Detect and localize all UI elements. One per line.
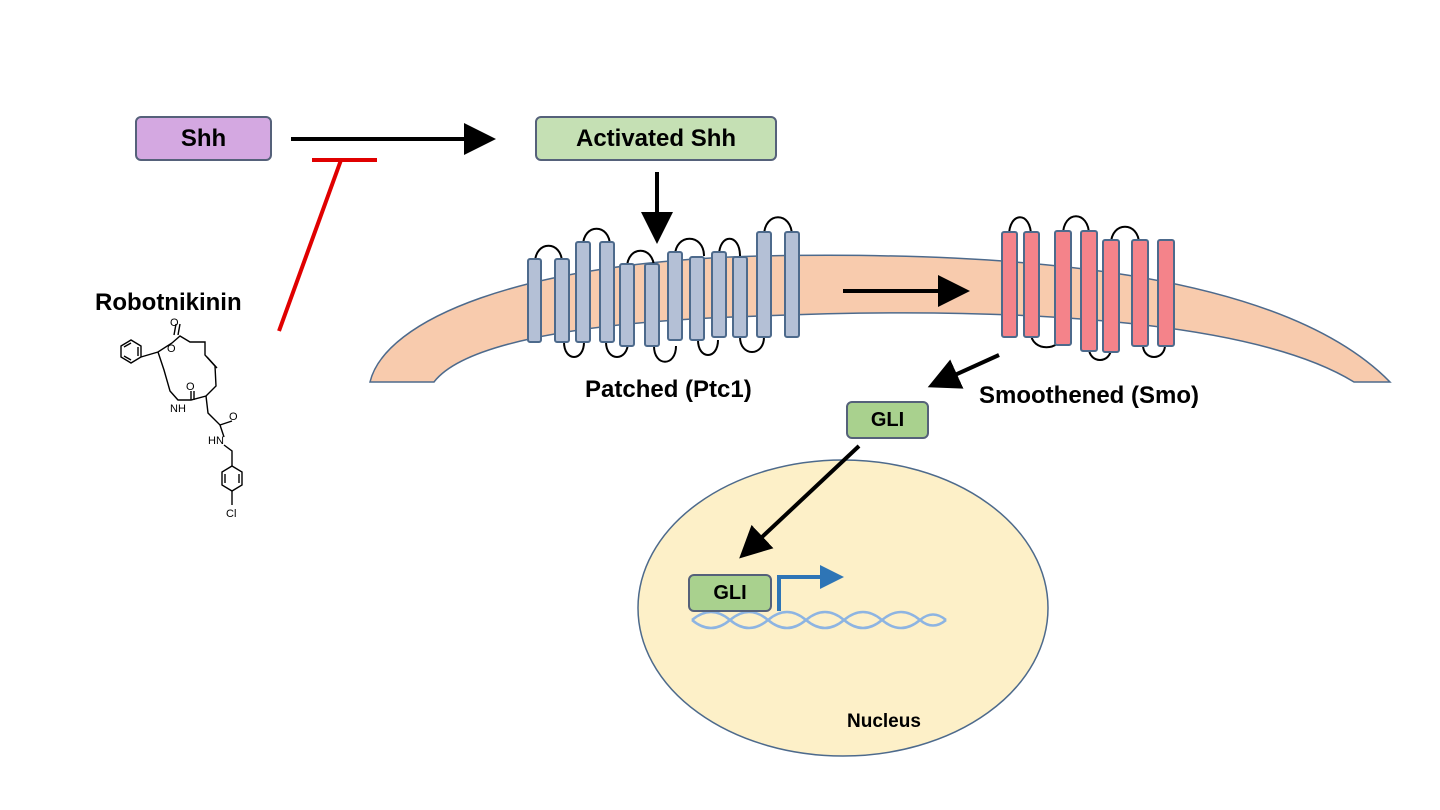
atom-nh: NH (170, 403, 186, 415)
atom-hn: HN (208, 435, 224, 447)
atom-o-carbonyl: O (186, 381, 195, 393)
patched-receptor (527, 216, 800, 363)
inhibition-symbol (277, 158, 377, 332)
robotnikinin-structure (120, 323, 243, 505)
activated-shh-box: Activated Shh (535, 116, 777, 161)
gli-nucleus-box: GLI (688, 574, 772, 612)
dna-helix (691, 610, 947, 630)
smoothened-receptor (1001, 215, 1175, 361)
smoothened-label: Smoothened (Smo) (979, 382, 1199, 409)
patched-label: Patched (Ptc1) (585, 376, 752, 403)
robotnikinin-atoms: O O O NH O HN Cl (167, 317, 238, 520)
atom-o-carbonyl: O (229, 411, 238, 423)
smoothened-to-gli-arrow (927, 353, 1000, 389)
gli-to-nucleus-arrow (739, 444, 861, 559)
transcription-arrow (777, 565, 844, 611)
cell-membrane (369, 254, 1392, 383)
atom-o-ring: O (167, 343, 176, 355)
robotnikinin-label: Robotnikinin (95, 289, 242, 316)
shh-box: Shh (135, 116, 272, 161)
gli-cytoplasm-box: GLI (846, 401, 929, 439)
nucleus-label: Nucleus (847, 711, 921, 732)
atom-cl: Cl (226, 508, 236, 520)
atom-o-carbonyl: O (170, 317, 179, 329)
